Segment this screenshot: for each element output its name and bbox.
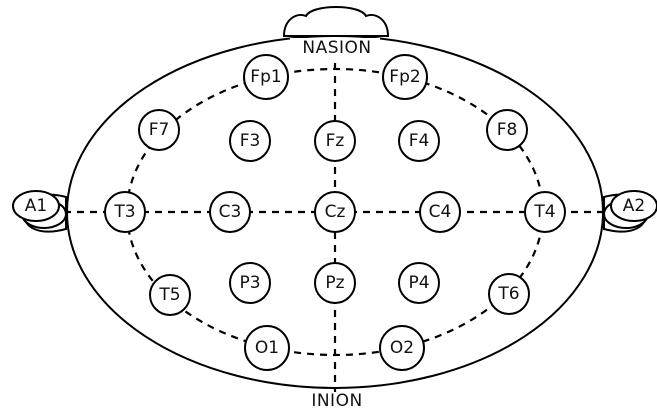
electrode-p4: P4: [398, 262, 440, 304]
electrode-f7: F7: [138, 109, 180, 151]
svg-text:Pz: Pz: [325, 273, 344, 293]
svg-text:C4: C4: [429, 202, 452, 222]
svg-text:O1: O1: [255, 338, 279, 358]
svg-text:P4: P4: [408, 273, 429, 293]
inion-label-bg: [300, 392, 374, 409]
svg-text:C3: C3: [219, 202, 242, 222]
svg-text:F8: F8: [497, 120, 518, 140]
svg-text:O2: O2: [390, 338, 414, 358]
svg-text:F7: F7: [149, 120, 170, 140]
electrode-cz: Cz: [314, 191, 356, 233]
electrode-p3: P3: [229, 262, 271, 304]
inion-label: INION: [311, 391, 362, 409]
electrode-fp2: Fp2: [382, 54, 428, 100]
electrode-f3: F3: [229, 120, 271, 162]
electrode-a2: A2: [603, 190, 657, 229]
svg-text:F4: F4: [409, 131, 430, 151]
svg-text:T4: T4: [533, 202, 555, 222]
electrode-t6: T6: [488, 273, 530, 315]
svg-text:A2: A2: [623, 196, 645, 216]
svg-text:Fz: Fz: [326, 131, 345, 151]
electrode-pz: Pz: [314, 262, 356, 304]
svg-text:T6: T6: [497, 284, 519, 304]
nose-outline: [282, 6, 390, 37]
nasion-label: NASION: [302, 38, 371, 58]
electrode-f8: F8: [486, 109, 528, 151]
electrode-fp1: Fp1: [243, 54, 289, 100]
svg-text:Cz: Cz: [325, 202, 346, 222]
nasion-label-bg: [290, 38, 380, 58]
svg-text:A1: A1: [25, 196, 47, 216]
electrode-c4: C4: [419, 191, 461, 233]
svg-text:Fp1: Fp1: [250, 67, 281, 87]
electrode-f4: F4: [398, 120, 440, 162]
electrode-t5: T5: [149, 274, 191, 316]
svg-text:Fp2: Fp2: [389, 67, 420, 87]
electrode-c3: C3: [209, 191, 251, 233]
electrode-a1: A1: [12, 190, 67, 229]
svg-text:T5: T5: [158, 285, 180, 305]
electrode-fz: Fz: [314, 120, 356, 162]
electrode-t4: T4: [524, 191, 566, 233]
electrode-o1: O1: [244, 325, 290, 371]
svg-text:F3: F3: [240, 131, 261, 151]
electrode-t3: T3: [104, 191, 146, 233]
svg-text:P3: P3: [239, 273, 260, 293]
electrode-o2: O2: [379, 325, 425, 371]
svg-text:T3: T3: [113, 202, 135, 222]
